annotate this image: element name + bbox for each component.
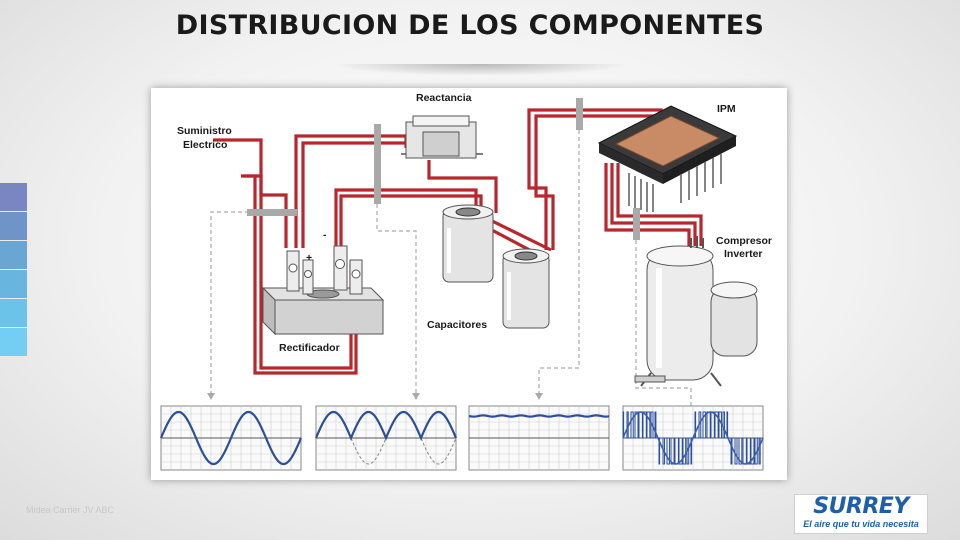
probe-lines — [210, 130, 692, 406]
probe-arrow-1 — [207, 393, 215, 400]
waveform-ac-sine — [159, 405, 303, 471]
probe-bar-3 — [576, 98, 583, 130]
label-reactance: Reactancia — [416, 92, 472, 104]
circuit-diagram: + - — [159, 92, 772, 471]
title-shadow — [330, 64, 630, 76]
capacitor-2 — [502, 248, 550, 329]
footer-text: Midea Carrier JV ABC — [26, 505, 115, 515]
probe-arrow-2 — [412, 393, 420, 400]
label-ipm: IPM — [717, 103, 736, 115]
capacitor-1 — [442, 204, 494, 283]
side-tab-2 — [0, 212, 27, 240]
rectifier-bridge — [261, 245, 385, 336]
label-compressor-1: Compresor — [716, 235, 772, 247]
diagram-panel: + - — [151, 88, 787, 480]
label-minus: - — [323, 229, 327, 241]
wire-rect-cap — [339, 194, 483, 248]
label-compressor-2: Inverter — [724, 248, 763, 260]
side-tab-1 — [0, 183, 27, 211]
reactance-inductor — [401, 115, 483, 159]
ipm-module — [597, 105, 738, 212]
label-supply-1: Suministro — [177, 125, 232, 137]
wire-cap-ipm-2 — [534, 114, 623, 250]
logo-tagline: El aire que tu vida necesita — [803, 519, 919, 529]
surrey-logo: SURREY El aire que tu vida necesita — [794, 494, 928, 534]
side-tab-5 — [0, 299, 27, 327]
wire-reactance-cap — [427, 160, 498, 213]
label-capacitors: Capacitores — [427, 319, 487, 331]
waveform-panels — [159, 405, 764, 471]
probe-bar-4 — [633, 208, 640, 240]
wire-ipm-comp-1 — [604, 163, 691, 246]
side-tab-3 — [0, 241, 27, 269]
label-supply-2: Electrico — [183, 139, 227, 151]
wire-cap-ipm — [527, 108, 616, 250]
label-plus: + — [306, 252, 312, 264]
wire-ipm-comp-2 — [610, 163, 697, 246]
waveform-rectified — [314, 405, 458, 471]
waveform-dc — [468, 405, 610, 471]
probe-bars — [247, 98, 640, 240]
side-tab-6 — [0, 328, 27, 356]
wire-rect-cap-2 — [334, 188, 478, 248]
logo-brand: SURREY — [813, 494, 909, 519]
waveform-pwm — [622, 405, 764, 471]
probe-line-3 — [538, 130, 580, 393]
label-rectifier: Rectificador — [279, 342, 340, 354]
compressor-inverter — [634, 236, 758, 387]
slide-title: DISTRIBUCION DE LOS COMPONENTES — [175, 10, 765, 41]
probe-bar-1 — [247, 209, 297, 216]
wire-rect-reactance — [294, 134, 408, 248]
side-tab-4 — [0, 270, 27, 298]
wire-cap-bridge-2 — [485, 216, 552, 252]
wire-ipm-comp-3 — [616, 163, 703, 246]
probe-line-4 — [635, 240, 692, 406]
probe-line-1 — [210, 211, 249, 393]
probe-bar-2 — [374, 124, 381, 204]
side-tabs — [0, 183, 27, 357]
probe-line-2 — [376, 204, 417, 393]
probe-arrow-3 — [535, 393, 543, 400]
